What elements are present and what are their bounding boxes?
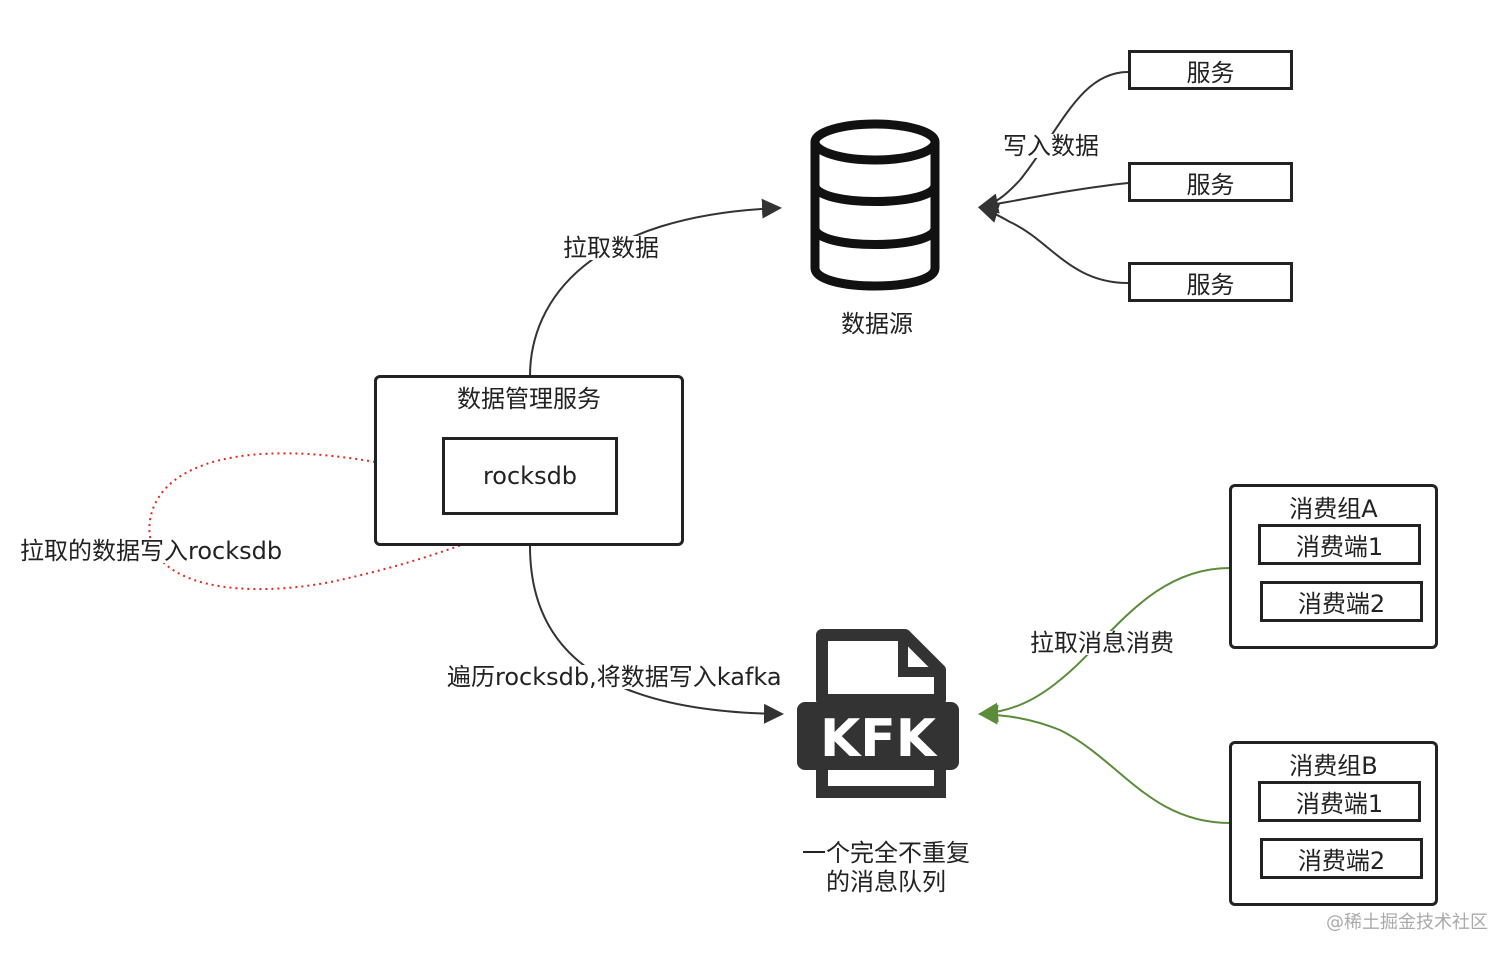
manager-service-title: 数据管理服务 — [457, 385, 601, 413]
rocksdb-box: rocksdb — [442, 437, 618, 515]
consumer-box: 消费端1 — [1258, 524, 1421, 565]
edge-label-write-data: 写入数据 — [1003, 132, 1099, 160]
edge-groupB-to-kafka — [978, 704, 1231, 824]
rocksdb-label: rocksdb — [482, 462, 578, 490]
datasource-label: 数据源 — [841, 310, 913, 338]
consumer-group-b: 消费组B 消费端1 消费端2 — [1229, 741, 1438, 906]
consumer-box: 消费端2 — [1260, 581, 1423, 622]
service-label: 服务 — [1186, 58, 1235, 87]
consumer-group-title: 消费组B — [1289, 752, 1378, 780]
edge-service2-to-datasource — [978, 182, 1129, 214]
manager-service-box: 数据管理服务 rocksdb — [374, 375, 684, 546]
edge-label-write-rocksdb: 拉取的数据写入rocksdb — [20, 537, 283, 565]
consumer-box: 消费端1 — [1258, 781, 1421, 822]
consumer-label: 消费端2 — [1297, 590, 1386, 618]
consumer-group-a: 消费组A 消费端1 消费端2 — [1229, 484, 1438, 649]
edge-label-pull-data: 拉取数据 — [563, 234, 659, 262]
consumer-label: 消费端2 — [1297, 847, 1386, 875]
database-icon — [810, 119, 940, 291]
consumer-label: 消费端1 — [1295, 533, 1384, 561]
consumer-label: 消费端1 — [1295, 790, 1384, 818]
service-box-1: 服务 — [1128, 50, 1293, 90]
edge-write-rocksdb-loop — [148, 452, 527, 591]
service-box-2: 服务 — [1128, 162, 1293, 202]
service-label: 服务 — [1186, 170, 1235, 199]
service-box-3: 服务 — [1128, 262, 1293, 302]
consumer-box: 消费端2 — [1260, 838, 1423, 879]
edge-groupA-to-kafka — [978, 567, 1231, 723]
kafka-icon-text: KFK — [820, 709, 938, 769]
consumer-group-title: 消费组A — [1289, 495, 1378, 523]
edge-label-pull-consume: 拉取消息消费 — [1030, 629, 1174, 657]
kafka-caption-line2: 的消息队列 — [826, 868, 946, 896]
kafka-file-icon — [797, 629, 959, 798]
edge-label-traverse-kafka: 遍历rocksdb,将数据写入kafka — [447, 663, 782, 691]
kafka-caption-line1: 一个完全不重复 — [802, 839, 970, 867]
edge-manager-to-datasource — [529, 198, 782, 377]
watermark-text: @稀土掘金技术社区 — [1326, 912, 1488, 933]
service-label: 服务 — [1186, 270, 1235, 299]
edge-service3-to-datasource — [978, 203, 1129, 284]
